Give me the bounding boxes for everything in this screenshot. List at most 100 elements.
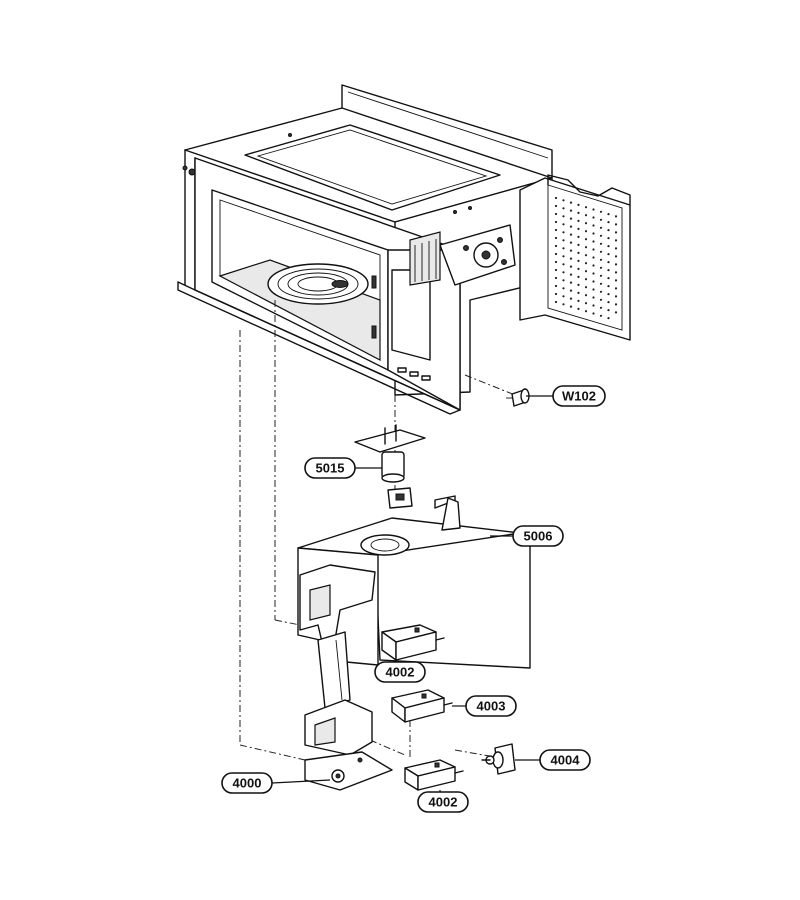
vent-hole — [569, 273, 573, 276]
vent-hole — [554, 276, 558, 280]
vent-hole — [584, 254, 588, 257]
vent-hole — [562, 239, 565, 242]
vent-hole — [584, 238, 588, 241]
vent-hole — [614, 255, 618, 258]
vent-hole — [592, 208, 595, 211]
vent-hole — [592, 256, 595, 259]
vent-hole — [607, 285, 610, 288]
latch-lever-4000 — [299, 564, 393, 791]
turntable — [267, 263, 369, 305]
vent-hole — [569, 265, 573, 268]
vent-hole — [584, 302, 588, 305]
actuator-4004 — [481, 743, 516, 775]
vent-hole — [554, 196, 558, 200]
vent-hole — [584, 214, 588, 217]
vent-hole — [577, 259, 580, 262]
vent-hole — [577, 219, 580, 222]
vent-hole — [607, 261, 610, 264]
vent-hole — [569, 257, 573, 260]
vent-hole — [607, 229, 610, 232]
vent-hole — [592, 216, 595, 219]
vent-hole — [577, 243, 580, 246]
vent-hole — [614, 215, 618, 218]
switch-4002-lower — [404, 759, 464, 791]
vent-hole — [592, 288, 595, 291]
callout-label: 4003 — [477, 699, 506, 714]
vent-hole — [599, 210, 603, 213]
callout-label: W102 — [562, 389, 596, 404]
vent-hole — [592, 264, 595, 267]
vent-hole — [607, 213, 610, 216]
vent-hole — [577, 203, 580, 206]
vent-hole — [599, 306, 603, 309]
vent-hole — [599, 266, 603, 269]
vent-hole — [599, 290, 603, 293]
vent-hole — [607, 269, 610, 272]
vent-hole — [569, 233, 573, 236]
vent-hole — [614, 239, 618, 242]
vent-hole — [569, 289, 573, 292]
callout-label: 4000 — [233, 776, 262, 791]
vent-hole — [562, 223, 565, 226]
vent-hole — [562, 303, 565, 306]
vent-hole — [614, 287, 618, 290]
vent-hole — [569, 249, 573, 252]
vent-hole — [569, 297, 573, 300]
alignment-lines — [239, 300, 516, 761]
vent-hole — [584, 294, 588, 297]
vent-hole — [577, 235, 580, 238]
vent-hole — [554, 252, 558, 256]
vent-hole — [562, 295, 565, 298]
callout-label: 4004 — [551, 753, 581, 768]
vent-hole — [562, 255, 565, 258]
vent-hole — [554, 292, 558, 296]
vent-hole — [592, 312, 595, 315]
vent-hole — [607, 277, 610, 280]
vent-hole — [614, 223, 618, 226]
vent-hole — [554, 236, 558, 240]
vent-hole — [584, 262, 588, 265]
vent-hole — [599, 218, 603, 221]
vent-hole — [607, 309, 610, 312]
rear-vent-panel — [519, 174, 631, 341]
vent-hole — [592, 280, 595, 283]
vent-hole — [614, 271, 618, 274]
vent-hole — [592, 248, 595, 251]
vent-hole — [599, 282, 603, 285]
vent-hole — [592, 224, 595, 227]
vent-hole — [584, 222, 588, 225]
vent-hole — [577, 267, 580, 270]
vent-hole — [562, 215, 565, 218]
oven-cavity-assembly — [177, 84, 631, 415]
vent-hole — [577, 299, 580, 302]
vent-hole — [569, 241, 573, 244]
vent-hole — [577, 307, 580, 310]
vent-hole — [562, 199, 565, 202]
vent-hole — [554, 212, 558, 216]
callout-5006: 5006 — [490, 525, 564, 547]
callout-5015: 5015 — [304, 457, 382, 479]
vent-hole — [554, 244, 558, 248]
callout-label: 5006 — [524, 529, 553, 544]
vent-hole — [599, 234, 603, 237]
vent-hole — [584, 246, 588, 249]
vent-hole — [562, 287, 565, 290]
vent-hole — [554, 284, 558, 288]
vent-hole — [577, 291, 580, 294]
vent-hole — [592, 232, 595, 235]
vent-hole — [599, 298, 603, 301]
vent-hole — [614, 247, 618, 250]
vent-hole — [562, 279, 565, 282]
vent-hole — [569, 209, 573, 212]
vent-hole — [599, 242, 603, 245]
vent-hole — [577, 275, 580, 278]
vent-hole — [569, 305, 573, 308]
vent-hole — [569, 201, 573, 204]
vent-hole — [599, 258, 603, 261]
screw-w102 — [506, 388, 530, 407]
callout-4004: 4004 — [515, 749, 591, 771]
vent-hole — [562, 263, 565, 266]
vent-hole — [584, 310, 588, 313]
callout-4003: 4003 — [452, 695, 517, 717]
